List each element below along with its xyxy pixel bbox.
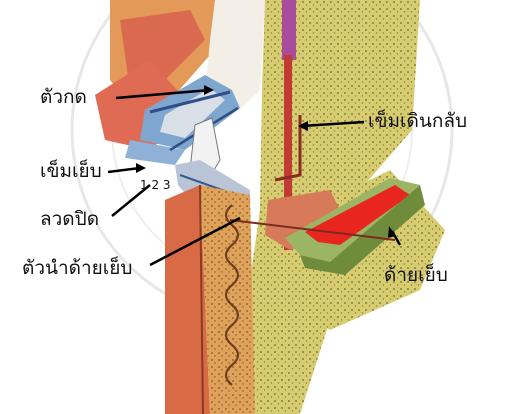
label-needle: เข็มเย็บ: [40, 160, 102, 182]
thread-guide-column: [165, 185, 255, 414]
label-cover-wire: ลวดปิด: [40, 208, 99, 230]
label-sewing-thread: ด้ายเย็บ: [384, 264, 448, 286]
label-thread-guide: ตัวนำด้ายเย็บ: [22, 257, 133, 279]
label-return-needle: เข็มเดินกลับ: [368, 110, 467, 132]
label-needle-numbers: 1 2 3: [140, 174, 171, 196]
label-presser: ตัวกด: [40, 86, 87, 108]
